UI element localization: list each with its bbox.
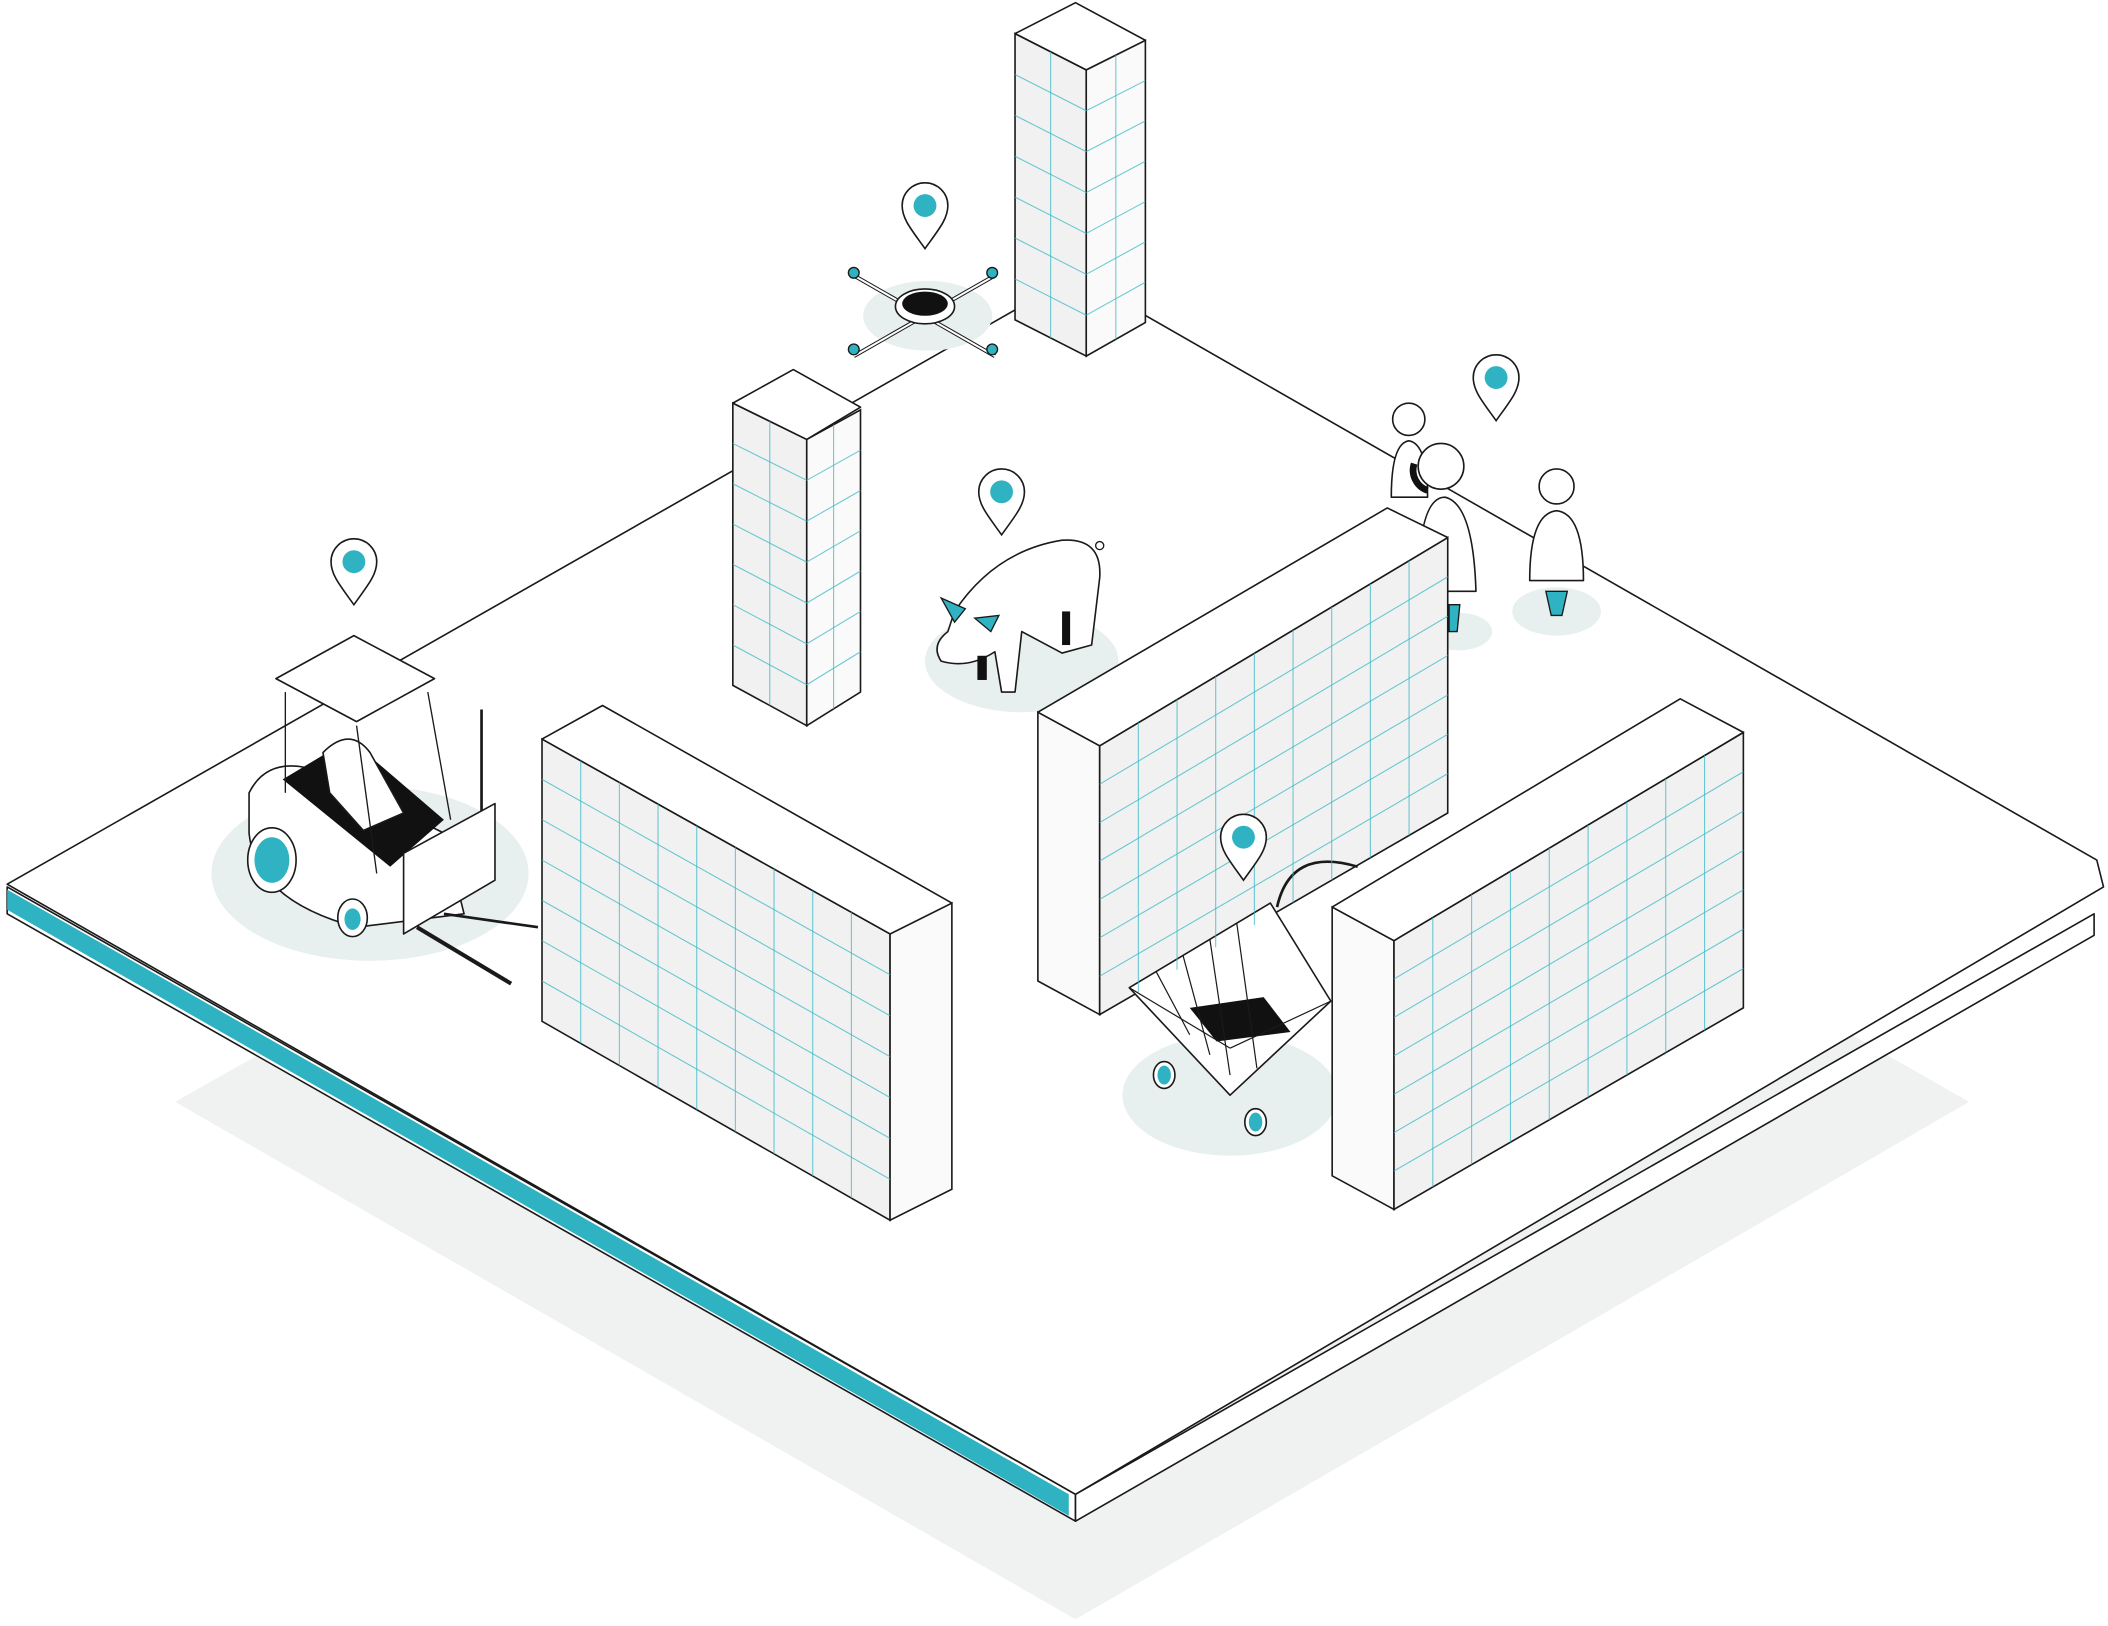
grid-line bbox=[1393, 928, 1744, 1134]
location-pin-icon bbox=[977, 468, 1026, 537]
pig-icon bbox=[924, 539, 1119, 713]
grid-line bbox=[541, 940, 891, 1139]
grid-line bbox=[1085, 201, 1146, 234]
grid-line bbox=[541, 980, 891, 1180]
grid-line bbox=[541, 859, 891, 1058]
grid-line bbox=[1014, 278, 1087, 316]
grid-line bbox=[806, 490, 861, 522]
grid-line bbox=[541, 819, 891, 1017]
grid-line bbox=[1014, 196, 1087, 234]
grid-line bbox=[541, 778, 891, 976]
location-pin-icon bbox=[1472, 354, 1520, 422]
grid-line bbox=[1014, 237, 1087, 275]
forklift-icon bbox=[211, 634, 539, 986]
grid-line bbox=[732, 523, 807, 563]
grid-line bbox=[1014, 114, 1087, 153]
grid-line bbox=[806, 530, 861, 563]
grid-line bbox=[1393, 771, 1744, 980]
grid-line bbox=[1014, 155, 1087, 194]
location-pin-icon bbox=[1219, 813, 1268, 882]
grid-line bbox=[1086, 80, 1146, 112]
grid-line bbox=[1099, 694, 1449, 900]
pillar-back bbox=[1014, 1, 1147, 358]
grid-line bbox=[1099, 576, 1449, 785]
wall-middle bbox=[1037, 507, 1449, 1016]
grid-line bbox=[732, 644, 807, 686]
grid-line bbox=[806, 449, 861, 481]
drone-icon bbox=[847, 266, 999, 358]
grid-line bbox=[732, 442, 807, 481]
grid-line bbox=[541, 899, 891, 1098]
grid-line bbox=[1393, 968, 1744, 1172]
wall-right bbox=[1331, 697, 1745, 1211]
shopping-cart-icon bbox=[1122, 860, 1359, 1156]
grid-line bbox=[1393, 849, 1744, 1057]
grid-line bbox=[806, 570, 861, 604]
grid-line bbox=[732, 563, 807, 604]
platform-accent-edge bbox=[7, 889, 1069, 1516]
grid-line bbox=[1086, 120, 1146, 153]
pillar-front bbox=[732, 368, 862, 728]
grid-line bbox=[1099, 733, 1449, 939]
grid-line bbox=[1099, 615, 1449, 824]
grid-line bbox=[1085, 241, 1146, 275]
grid-line bbox=[1014, 74, 1087, 112]
grid-line bbox=[806, 610, 861, 645]
grid-line bbox=[1393, 889, 1744, 1095]
grid-line bbox=[732, 604, 807, 645]
grid-line bbox=[806, 651, 861, 686]
grid-line bbox=[1099, 655, 1449, 862]
grid-line bbox=[1085, 281, 1146, 316]
location-pin-icon bbox=[330, 538, 378, 607]
wall-left bbox=[541, 704, 953, 1222]
grid-line bbox=[1099, 773, 1449, 977]
grid-line bbox=[732, 483, 807, 522]
location-pin-icon bbox=[901, 182, 949, 250]
grid-line bbox=[1085, 160, 1146, 194]
grid-line bbox=[1393, 810, 1744, 1018]
